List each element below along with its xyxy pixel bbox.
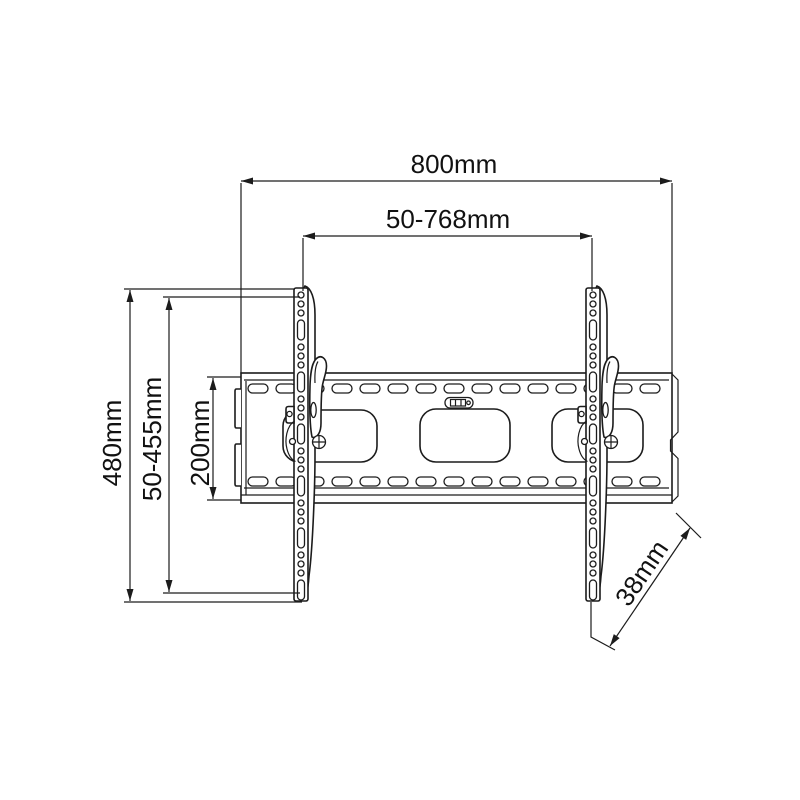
dimension-horizontal-range: 50-768mm	[302, 204, 593, 291]
dimension-label-plate-height: 200mm	[185, 400, 215, 487]
dimension-vertical-range: 50-455mm	[137, 296, 300, 594]
dimension-label-horizontal-range: 50-768mm	[386, 204, 510, 234]
dimension-label-vertical-range: 50-455mm	[137, 377, 167, 501]
bracket-arm-left	[286, 286, 327, 601]
bubble-level-icon	[444, 396, 474, 409]
bracket-arm-right	[578, 286, 619, 601]
dimension-overall-height: 480mm	[97, 288, 302, 603]
dimension-overall-width: 800mm	[240, 149, 673, 374]
dimension-label-overall-width: 800mm	[411, 149, 498, 179]
dimension-profile-depth: 38mm	[590, 512, 702, 651]
dimension-label-overall-height: 480mm	[97, 400, 127, 487]
dimension-plate-height: 200mm	[185, 376, 241, 501]
plate-cutout-center	[419, 408, 511, 463]
